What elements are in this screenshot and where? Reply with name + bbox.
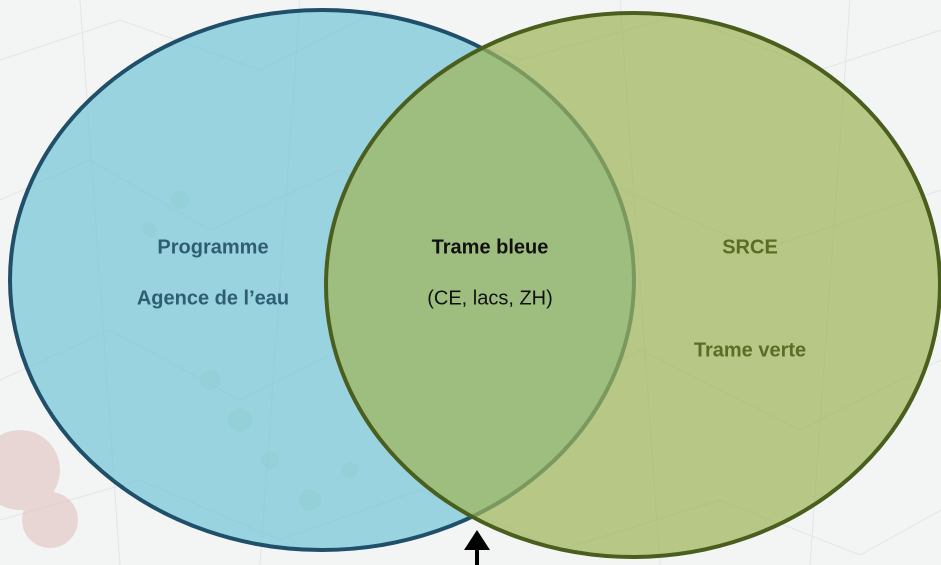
right-circle-subtitle: Trame verte <box>693 339 807 362</box>
intersection-title: Trame bleue <box>431 236 549 259</box>
left-circle-title: Programme <box>157 236 269 259</box>
left-circle-subtitle: Agence de l’eau <box>136 287 290 310</box>
intersection-subtitle: (CE, lacs, ZH) <box>427 287 553 310</box>
up-arrow-icon <box>464 530 490 565</box>
right-circle <box>324 11 941 559</box>
right-circle-title: SRCE <box>722 236 778 259</box>
